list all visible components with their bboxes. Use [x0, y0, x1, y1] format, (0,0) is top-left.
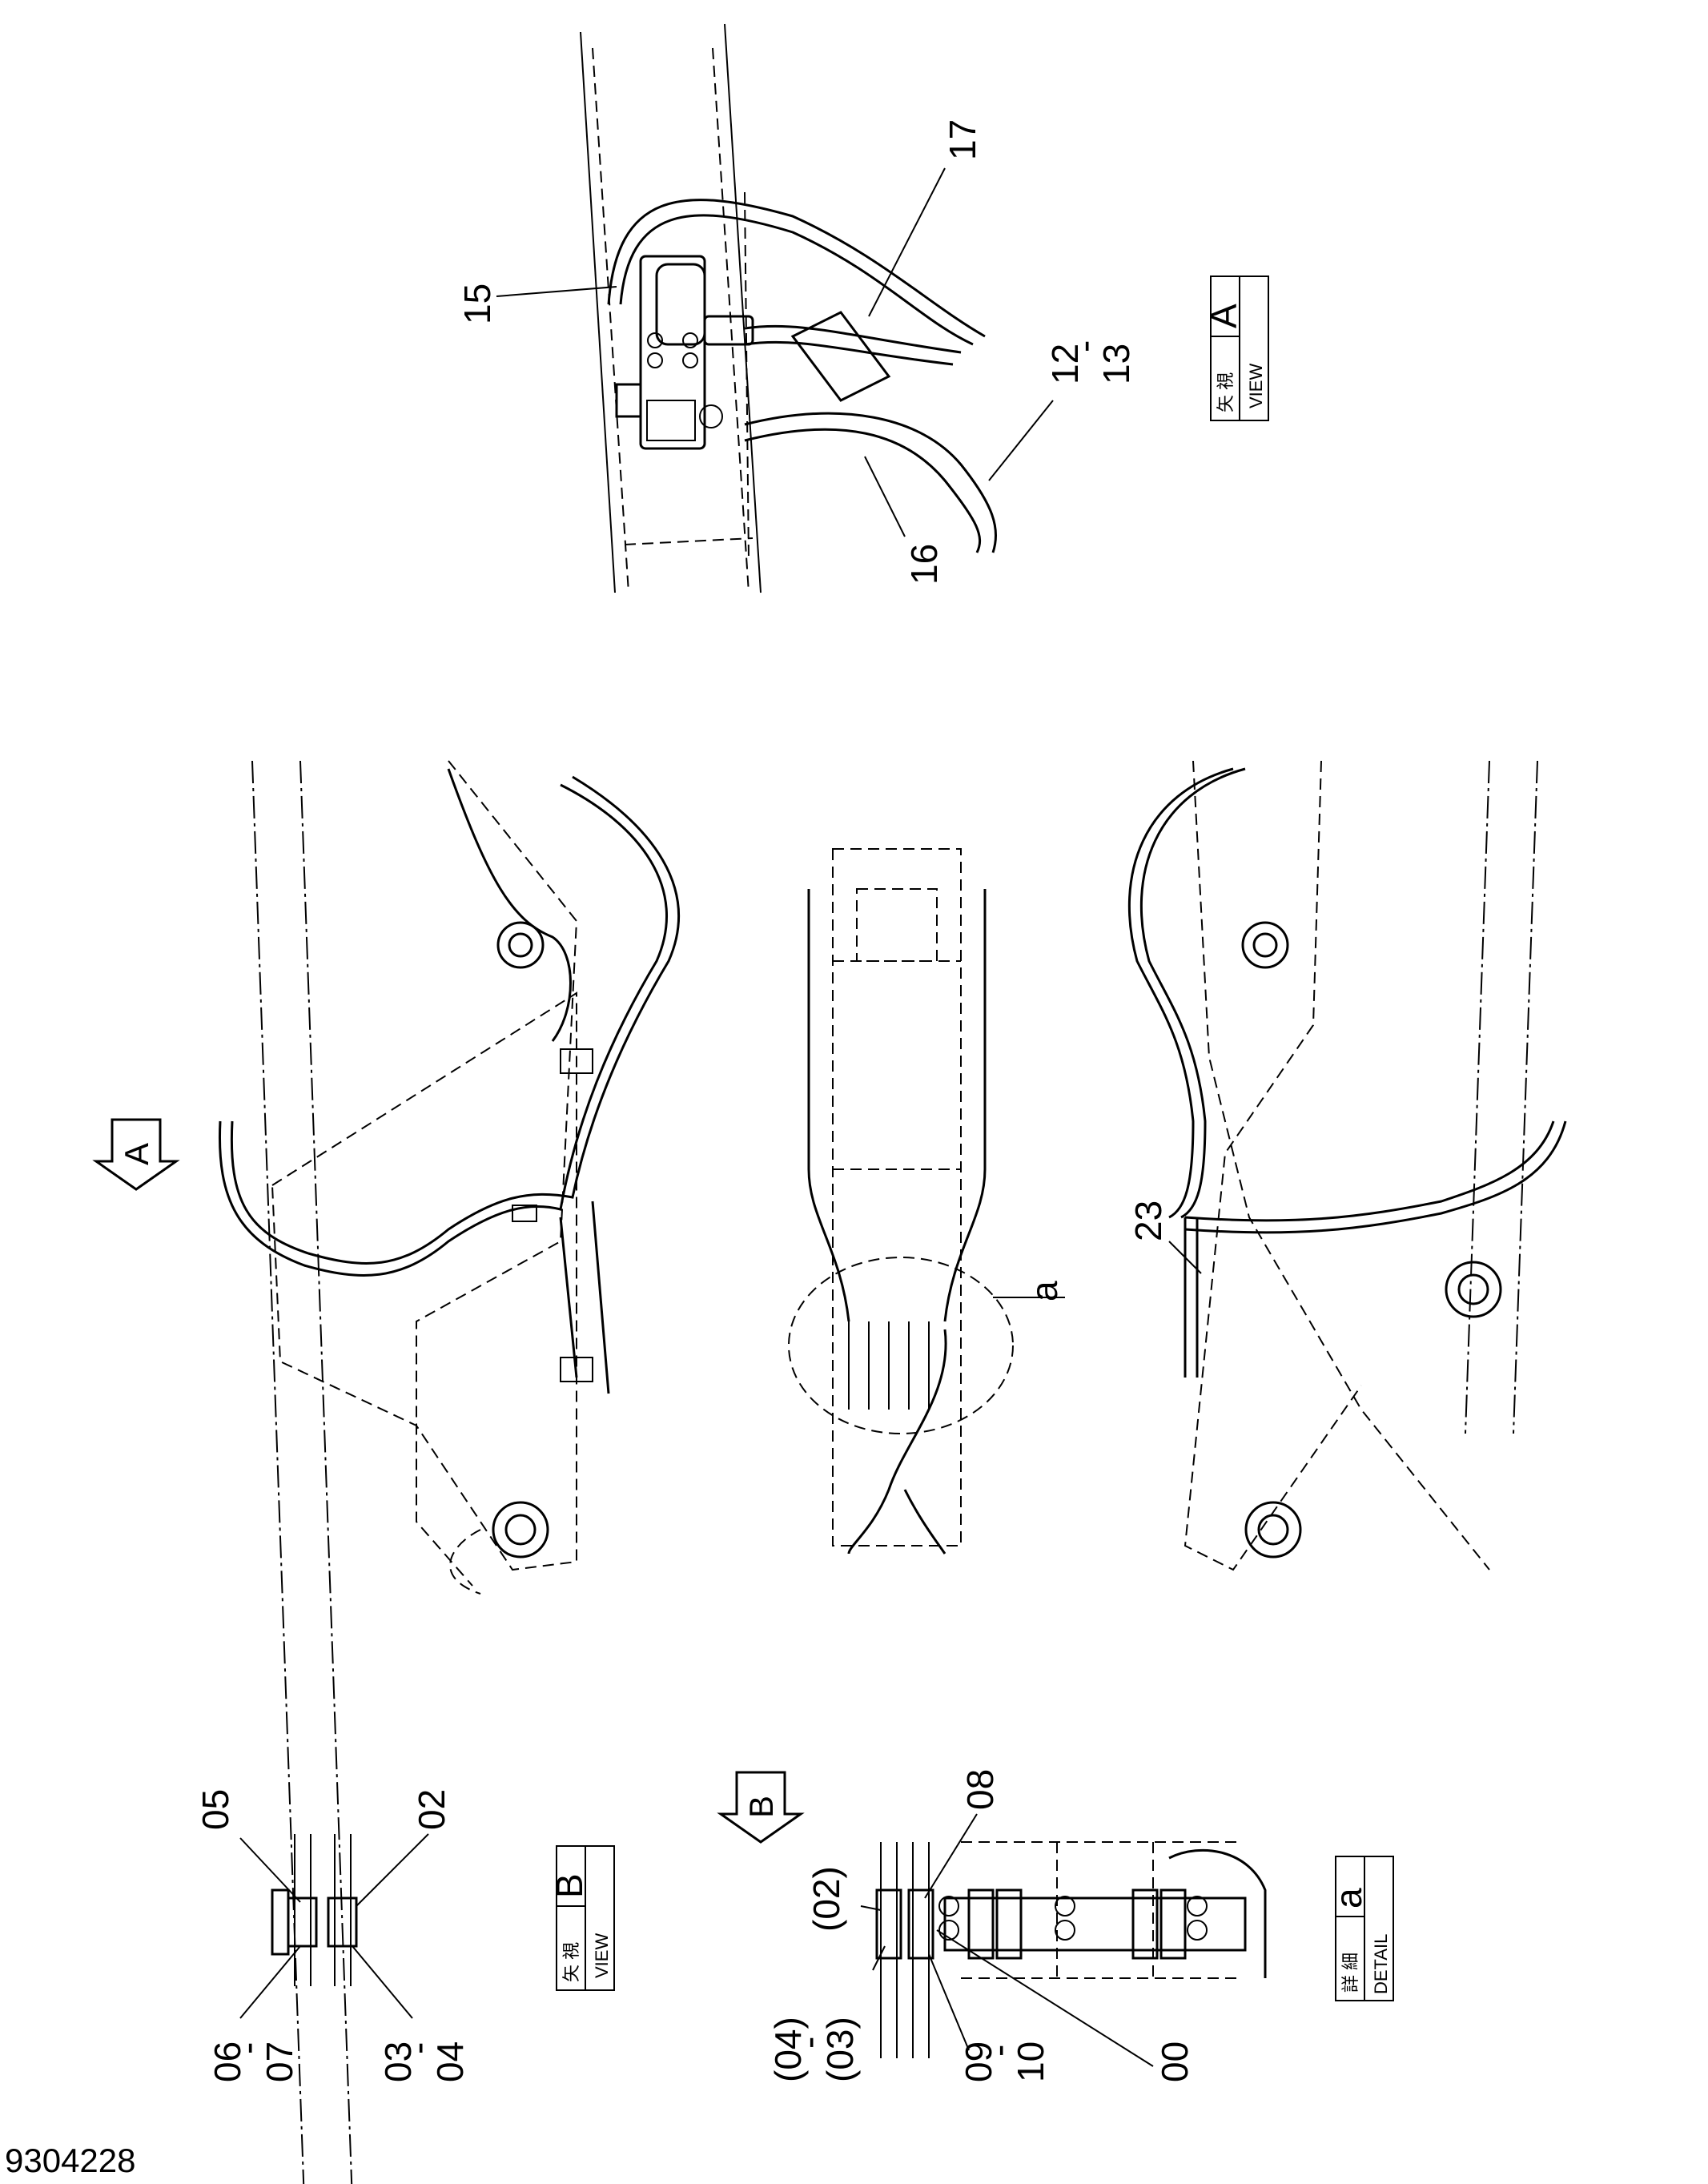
detail-a-caption-en: DETAIL	[1371, 1934, 1391, 1994]
arrow-b-letter: B	[742, 1796, 780, 1818]
callout-dash: -	[788, 2037, 830, 2049]
callout-02: (02)	[806, 1866, 847, 1932]
callout-15: 15	[456, 284, 498, 324]
main-boom-views: A a	[92, 760, 1567, 2184]
callout-03: (03)	[819, 2017, 861, 2082]
view-a-caption-en: VIEW	[1246, 364, 1266, 408]
detail-a-letter: a	[1328, 1888, 1369, 1908]
callout-06: 06	[207, 2041, 248, 2082]
view-a-caption-jp: 矢 視	[1216, 372, 1236, 412]
callout-09: 09	[958, 2041, 999, 2082]
callout-dash: -	[1063, 340, 1105, 352]
view-a-letter: A	[1203, 304, 1244, 328]
view-b-inset: 05 02 06 - 07 03 - 04 矢 視 VIEW B	[195, 1789, 615, 2082]
callout-07: 07	[259, 2041, 300, 2082]
view-b-letter: B	[549, 1873, 590, 1898]
view-arrow-b: B	[717, 1771, 805, 1844]
callout-dash: -	[227, 2042, 268, 2054]
detail-a-inset: B 08 (02) (04) - (03) 09	[717, 1769, 1394, 2082]
callout-05: 05	[195, 1789, 236, 1830]
callout-23: 23	[1127, 1201, 1169, 1241]
top-view-center: a	[788, 848, 1065, 1555]
hose-protector	[790, 311, 891, 402]
detail-a-caption: 詳 細 DETAIL a	[1328, 1856, 1394, 2001]
callout-12: 12	[1044, 344, 1086, 384]
callout-17: 17	[942, 119, 983, 160]
callout-00: 00	[1154, 2041, 1196, 2082]
view-a-caption: 矢 視 VIEW A	[1203, 276, 1269, 421]
callout-04: (04)	[767, 2017, 809, 2082]
side-view-right: 23	[1127, 760, 1567, 1571]
detail-a-marker: a	[1023, 1281, 1065, 1301]
view-b-caption-en: VIEW	[592, 1933, 612, 1978]
callout-03: 03	[377, 2041, 419, 2082]
callout-08: 08	[959, 1769, 1001, 1810]
valve-block	[615, 255, 754, 450]
side-view-left	[218, 760, 681, 2184]
callout-dash: -	[397, 2042, 439, 2054]
callout-02: 02	[411, 1789, 452, 1830]
callout-dash: -	[978, 2045, 1019, 2057]
view-arrow-a: A	[92, 1118, 180, 1191]
callout-13: 13	[1095, 344, 1137, 384]
drawing-number: 9304228	[5, 2142, 136, 2179]
view-a-inset: 17 15 12 - 13 16 矢 視 VIEW A	[456, 23, 1269, 593]
callout-16: 16	[903, 544, 945, 585]
detail-a-caption-jp: 詳 細	[1340, 1953, 1360, 1993]
view-b-caption-jp: 矢 視	[561, 1942, 581, 1982]
callout-04: 04	[429, 2041, 471, 2082]
view-b-caption: 矢 視 VIEW B	[549, 1845, 615, 1991]
arrow-a-letter: A	[118, 1143, 155, 1165]
callout-10: 10	[1010, 2041, 1051, 2082]
